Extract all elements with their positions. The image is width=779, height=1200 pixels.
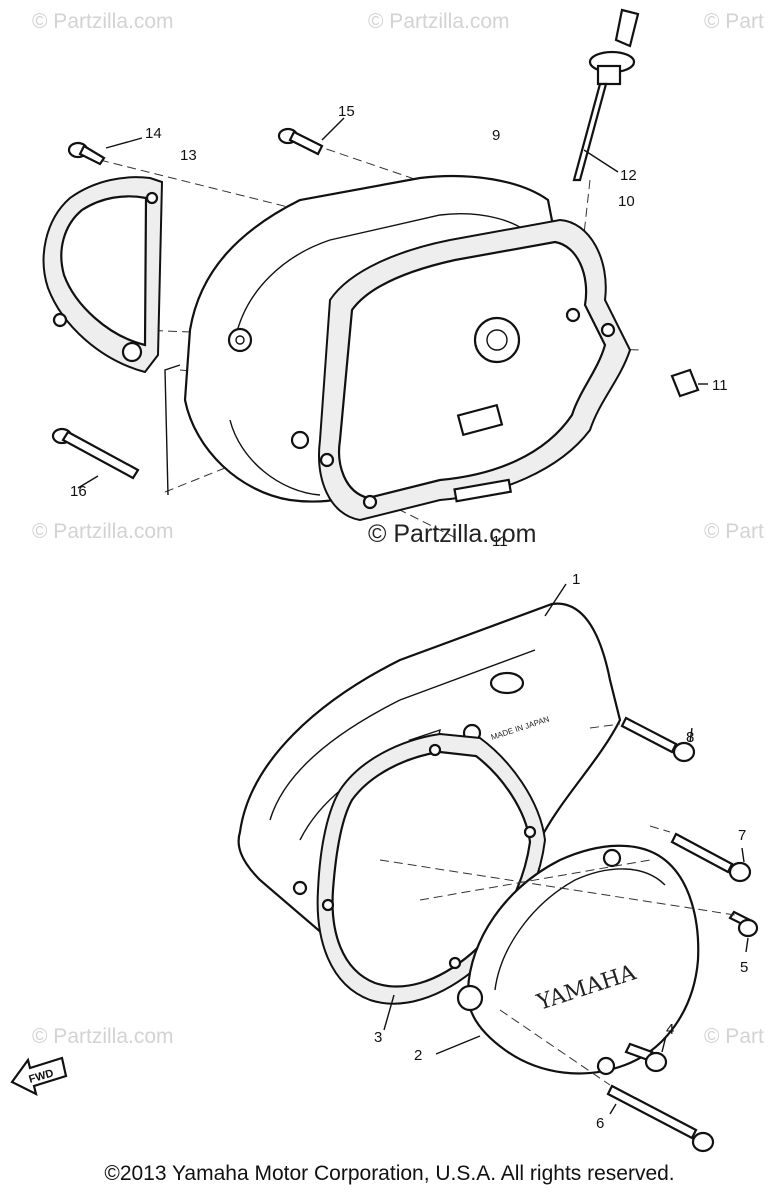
- callout-2: 2: [414, 1047, 422, 1064]
- watermark: © Part: [704, 10, 764, 33]
- dowel-pin-part-11: [670, 368, 708, 398]
- watermark: © Partzilla.com: [32, 10, 174, 33]
- callout-6: 6: [596, 1115, 604, 1132]
- watermark: © Part: [704, 520, 764, 543]
- dipstick-part-12: [572, 8, 640, 182]
- bolt-part-15: [277, 117, 345, 156]
- bolt-part-8: [589, 716, 696, 763]
- callout-10: 10: [618, 193, 635, 210]
- gasket-part-10: [318, 218, 632, 522]
- copyright-notice: ©2013 Yamaha Motor Corporation, U.S.A. A…: [104, 1162, 675, 1185]
- callout-12: 12: [620, 167, 637, 184]
- screw-part-5: [728, 910, 759, 953]
- alignment-lines-lower: [379, 859, 736, 1086]
- cover-plate-part-13: [42, 176, 164, 374]
- callout-7: 7: [738, 827, 746, 844]
- forward-arrow-icon: FWD: [10, 1056, 68, 1097]
- screw-part-4: [624, 1035, 668, 1073]
- callout-5: 5: [740, 959, 748, 976]
- watermark: © Part: [704, 1025, 764, 1048]
- callout-16: 16: [70, 483, 87, 500]
- callout-labels: 9 10 11 12 13 14 15 16 11 1 8 7 5 3 2 4 …: [70, 103, 748, 1132]
- center-watermark: © Partzilla.com: [368, 520, 537, 548]
- callout-9: 9: [492, 127, 500, 144]
- callout-11: 11: [712, 377, 728, 394]
- callout-14: 14: [145, 125, 162, 142]
- watermark: © Partzilla.com: [32, 520, 174, 543]
- callout-4: 4: [666, 1021, 674, 1038]
- round-cover-part-2: YAMAHA: [435, 844, 700, 1076]
- callout-8: 8: [686, 729, 694, 746]
- watermark: © Partzilla.com: [368, 10, 510, 33]
- bolt-part-7: [649, 825, 752, 883]
- watermark: © Partzilla.com: [32, 1025, 174, 1048]
- bolt-part-14: [67, 137, 143, 166]
- callout-15: 15: [338, 103, 355, 120]
- callout-11-lower: 11: [492, 533, 508, 550]
- bolt-part-6: [606, 1084, 715, 1153]
- callout-3: 3: [374, 1029, 382, 1046]
- bolt-part-16: [51, 364, 181, 496]
- callout-1: 1: [572, 571, 580, 588]
- callout-13: 13: [180, 147, 197, 164]
